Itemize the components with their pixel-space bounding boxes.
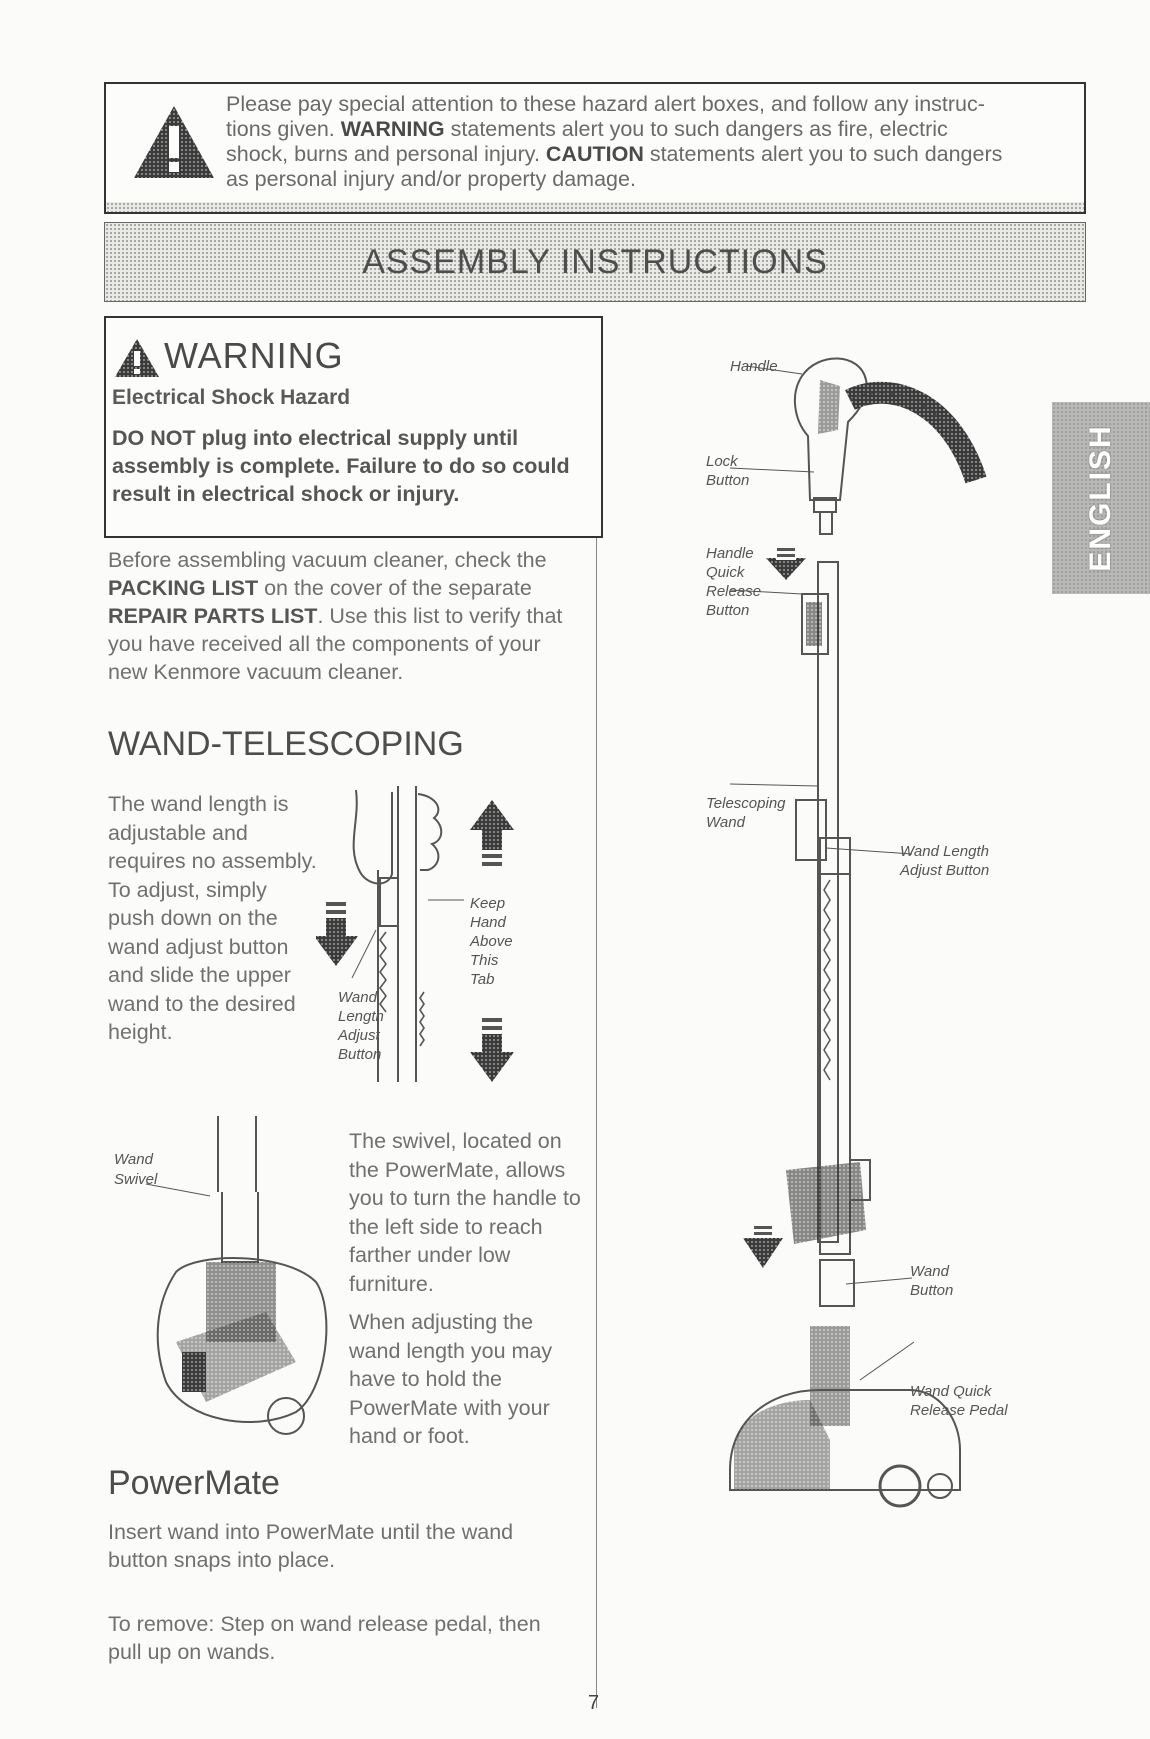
wand-button-line-1: Wand — [910, 1263, 949, 1280]
wand-length-line-1: Wand — [338, 989, 377, 1006]
wand-length-adjust-button-label: Wand Length Adjust Button — [900, 842, 989, 880]
handle-quick-release-line-2: Quick — [706, 564, 745, 581]
intro-part-1: Before assembling vacuum cleaner, check … — [108, 548, 547, 572]
handle-label: Handle — [730, 358, 778, 375]
lock-button-line-2: Button — [706, 472, 750, 489]
keep-hand-line-5: Tab — [470, 971, 495, 988]
warning-body: DO NOT plug into electrical supply until… — [112, 426, 570, 506]
wand-quick-release-line-2: Release Pedal — [910, 1402, 1008, 1419]
keep-hand-line-3: Above — [470, 933, 513, 950]
swivel-description: The swivel, located on the PowerMate, al… — [349, 1129, 581, 1296]
hazard-alert-box: Please pay special attention to these ha… — [104, 82, 1086, 214]
packing-list-term: PACKING LIST — [108, 576, 259, 600]
hazard-line-4: as personal injury and/or property damag… — [226, 167, 636, 191]
telescoping-wand-line-1: Telescoping — [706, 795, 786, 812]
keep-hand-line-2: Hand — [470, 914, 506, 931]
warning-subtitle: Electrical Shock Hazard — [112, 386, 351, 409]
keep-hand-line-1: Keep — [470, 895, 506, 912]
hazard-line-2a: tions given. — [226, 117, 335, 141]
powermate-heading: PowerMate — [108, 1464, 280, 1502]
wand-adjust-diagram — [316, 786, 514, 1082]
keep-hand-label: Keep Hand Above This Tab — [470, 894, 513, 989]
warning-box: WARNING Electrical Shock Hazard DO NOT p… — [104, 316, 603, 538]
column-divider — [596, 318, 597, 1708]
handle-quick-release-label: Handle Quick Release Button — [706, 544, 761, 620]
powermate-remove-text: To remove: Step on wand release pedal, t… — [108, 1612, 541, 1664]
language-tab — [1052, 402, 1150, 594]
wand-quick-release-line-1: Wand Quick — [910, 1383, 992, 1400]
warning-triangle-icon — [134, 106, 214, 178]
wand-length-adjust-line-1: Wand Length — [900, 843, 989, 860]
vacuum-wand-assembly-diagram — [729, 357, 987, 1508]
wand-swivel-diagram — [146, 1116, 328, 1435]
wand-length-adjust-label: Wand Length Adjust Button — [338, 988, 384, 1064]
telescoping-wand-line-2: Wand — [706, 814, 745, 831]
assembly-instructions-banner: ASSEMBLY INSTRUCTIONS — [104, 222, 1086, 302]
page-number: 7 — [588, 1692, 600, 1714]
wand-length-line-3: Adjust — [338, 1027, 380, 1044]
handle-quick-release-line-4: Button — [706, 602, 750, 619]
handle-quick-release-line-1: Handle — [706, 545, 754, 562]
wand-adjust-hold-note: When adjusting the wand length you may h… — [349, 1310, 553, 1448]
telescoping-wand-label: Telescoping Wand — [706, 794, 786, 832]
hazard-line-1: Please pay special attention to these ha… — [226, 92, 985, 116]
keep-hand-line-4: This — [470, 952, 499, 969]
wand-telescoping-heading: WAND-TELESCOPING — [108, 725, 464, 763]
wand-swivel-line-1: Wand — [114, 1151, 153, 1168]
hazard-line-3a: shock, burns and personal injury. — [226, 142, 540, 166]
powermate-insert-text: Insert wand into PowerMate until the wan… — [108, 1520, 514, 1572]
lock-button-label: Lock Button — [706, 452, 749, 490]
language-tab-label: ENGLISH — [1052, 402, 1150, 594]
wand-telescoping-text: The wand length is adjustable and requir… — [108, 792, 317, 1044]
wand-button-label: Wand Button — [910, 1262, 953, 1300]
lock-button-line-1: Lock — [706, 453, 738, 470]
intro-part-3: . Use this list to verify that you have … — [108, 604, 563, 684]
intro-paragraph: Before assembling vacuum cleaner, check … — [108, 546, 568, 686]
hazard-box-bottom-bar — [106, 202, 1084, 212]
intro-part-2: on the cover of the separate — [258, 576, 532, 600]
wand-length-line-2: Length — [338, 1008, 384, 1025]
wand-button-line-2: Button — [910, 1282, 954, 1299]
warning-triangle-icon — [115, 339, 159, 377]
warning-keyword: WARNING — [340, 117, 445, 141]
wand-length-adjust-line-2: Adjust Button — [900, 862, 990, 879]
wand-swivel-line-2: Swivel — [114, 1171, 158, 1188]
caution-keyword: CAUTION — [545, 142, 644, 166]
wand-quick-release-pedal-label: Wand Quick Release Pedal — [910, 1382, 1008, 1420]
handle-quick-release-line-3: Release — [706, 583, 762, 600]
language-label-text: ENGLISH — [1084, 424, 1117, 572]
wand-length-line-4: Button — [338, 1046, 382, 1063]
repair-parts-list-term: REPAIR PARTS LIST — [108, 604, 318, 628]
banner-title: ASSEMBLY INSTRUCTIONS — [362, 243, 828, 281]
hazard-line-3b: statements alert you to such dangers — [649, 142, 1003, 166]
hazard-line-2b: statements alert you to such dangers as … — [450, 117, 948, 141]
hazard-alert-text: Please pay special attention to these ha… — [226, 92, 1076, 192]
wand-swivel-label: Wand Swivel — [114, 1150, 157, 1190]
warning-title: WARNING — [164, 335, 344, 376]
